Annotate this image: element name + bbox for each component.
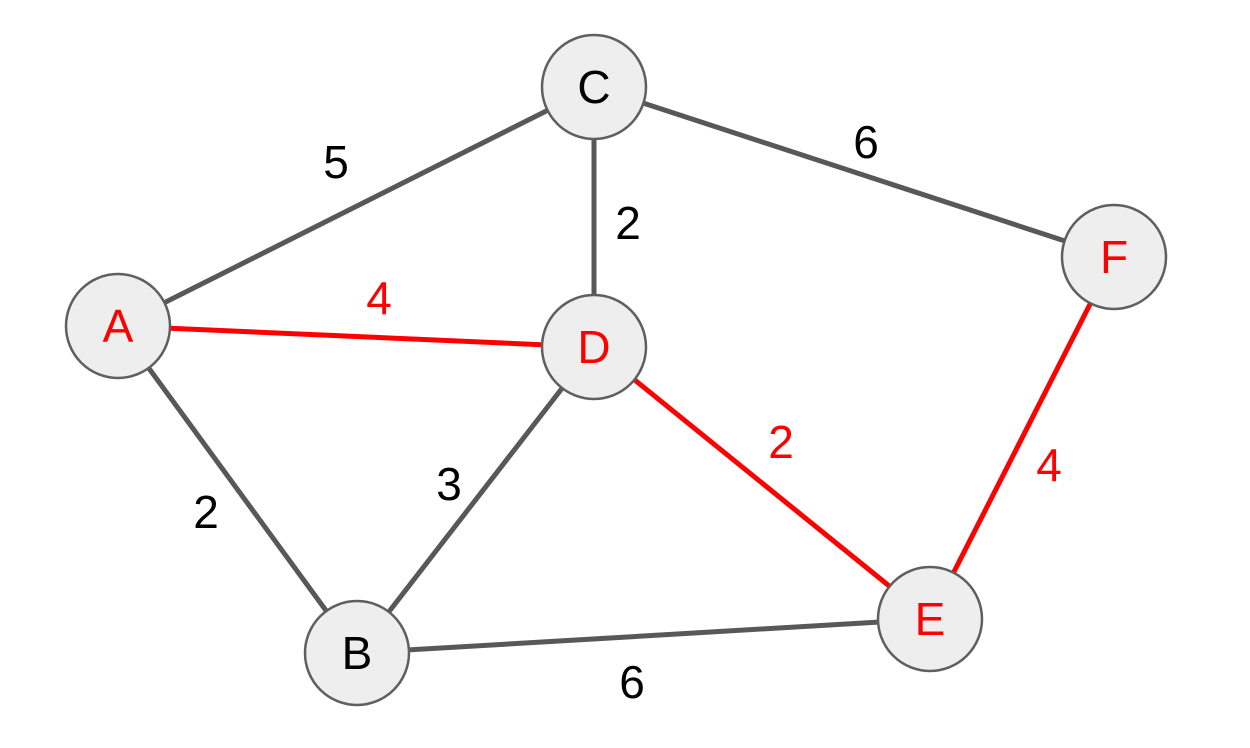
edge-e-f <box>951 302 1093 574</box>
node-circle-d <box>540 293 648 401</box>
node-label-a: A <box>103 300 134 352</box>
node-c: C <box>540 33 648 141</box>
edge-weight-a-d: 4 <box>366 272 392 324</box>
node-label-d: D <box>577 321 610 373</box>
edge-weight-c-d: 2 <box>615 197 641 249</box>
edge-b-e <box>408 619 879 653</box>
node-a: A <box>64 272 172 380</box>
node-label-c: C <box>577 61 610 113</box>
edge-weight-e-f: 4 <box>1036 439 1062 491</box>
node-e: E <box>876 565 984 673</box>
node-b: B <box>303 599 411 707</box>
edge-weight-d-b: 3 <box>436 458 462 510</box>
edge-a-c <box>163 108 549 305</box>
edge-a-b <box>146 366 329 613</box>
node-d: D <box>540 293 648 401</box>
node-circle-b <box>303 599 411 707</box>
edge-d-b <box>386 386 565 614</box>
node-label-b: B <box>342 627 373 679</box>
edges-layer <box>146 100 1093 653</box>
edge-weights-layer: 5 4 2 2 6 3 2 4 6 <box>193 116 1062 708</box>
edge-c-f <box>642 100 1066 244</box>
edge-weight-b-e: 6 <box>619 656 645 708</box>
node-circle-e <box>876 565 984 673</box>
edge-weight-c-f: 6 <box>853 116 879 168</box>
node-circle-f <box>1060 203 1168 311</box>
node-circle-a <box>64 272 172 380</box>
node-label-e: E <box>915 593 946 645</box>
edge-weight-d-e: 2 <box>768 416 794 468</box>
nodes-layer: A B C D E F <box>64 33 1168 707</box>
edge-d-e <box>632 377 892 589</box>
node-circle-c <box>540 33 648 141</box>
edge-a-d <box>169 325 543 348</box>
edge-weight-a-c: 5 <box>323 136 349 188</box>
edge-weight-a-b: 2 <box>193 486 219 538</box>
node-label-f: F <box>1100 231 1128 283</box>
node-f: F <box>1060 203 1168 311</box>
